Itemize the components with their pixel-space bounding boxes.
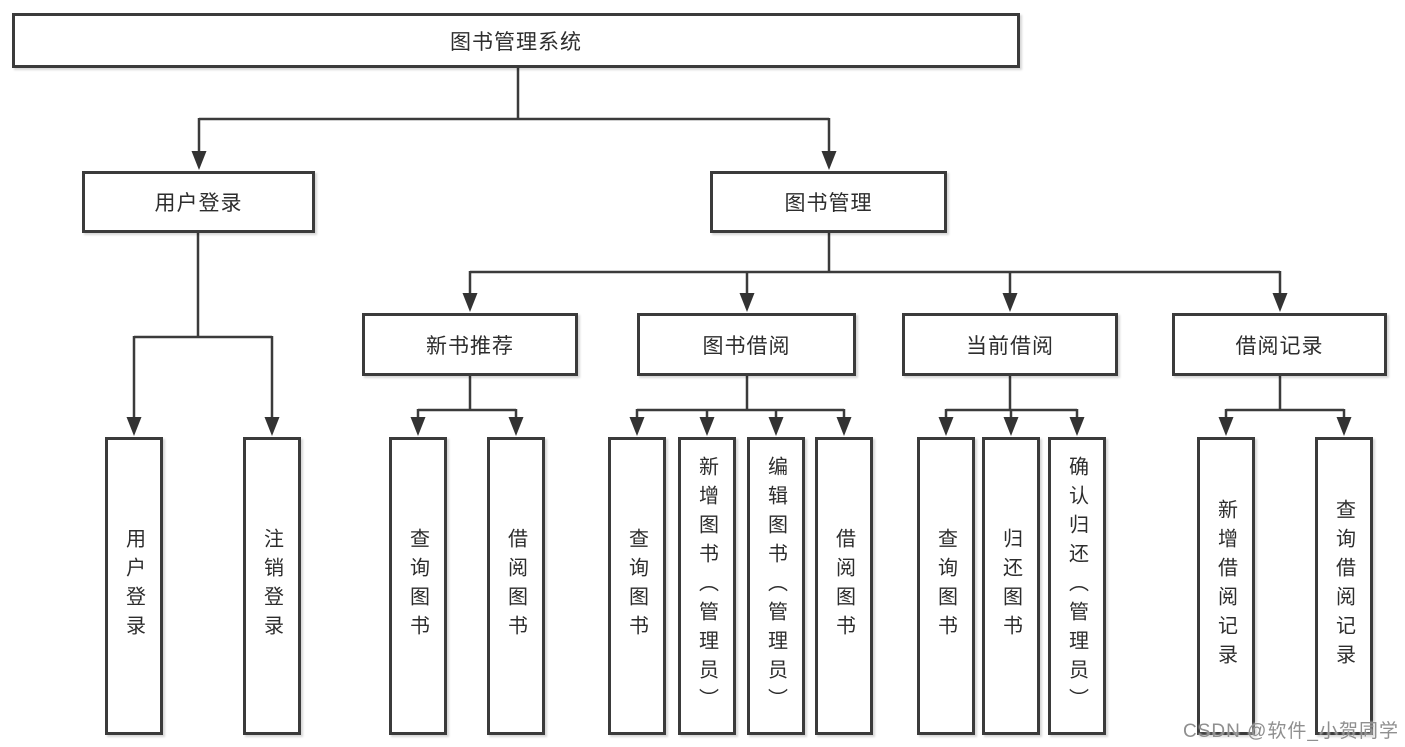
connector-book-management [468,233,1282,295]
leaf-borrow-books-borrowing: 借阅图书 [815,437,873,735]
arrowhead [1069,417,1085,436]
leaf-return-books: 归还图书 [982,437,1040,735]
connector-borrowing-records [1224,376,1346,419]
arrowhead [1003,417,1019,436]
leaf-query-books-recommend: 查询图书 [389,437,447,735]
node-root-system: 图书管理系统 [12,13,1020,68]
connector-root [197,68,831,153]
leaf-query-books-current: 查询图书 [917,437,975,735]
connector-current-borrowing [944,376,1079,419]
node-borrowing-records: 借阅记录 [1172,313,1387,376]
arrowhead [191,151,207,170]
arrowhead [410,417,426,436]
csdn-watermark: CSDN @软件_小贺同学 [1183,721,1399,742]
leaf-query-borrow-record: 查询借阅记录 [1315,437,1373,735]
arrowhead [938,417,954,436]
arrowhead [1218,417,1234,436]
leaf-query-books-borrowing: 查询图书 [608,437,666,735]
connector-new-book [416,376,518,419]
arrowhead [1002,293,1018,312]
node-current-borrowing: 当前借阅 [902,313,1118,376]
leaf-add-borrow-record: 新增借阅记录 [1197,437,1255,735]
arrowhead [699,417,715,436]
arrowhead [739,293,755,312]
arrowhead [126,417,142,436]
node-book-management: 图书管理 [710,171,947,233]
arrowhead [462,293,478,312]
arrowhead [836,417,852,436]
node-user-login: 用户登录 [82,171,315,233]
arrowhead [768,417,784,436]
arrowhead [629,417,645,436]
arrowhead [1272,293,1288,312]
arrowhead [1336,417,1352,436]
arrowhead [264,417,280,436]
leaf-borrow-books-recommend: 借阅图书 [487,437,545,735]
leaf-edit-books-admin: 编辑图书（管理员） [747,437,805,735]
leaf-add-books-admin: 新增图书（管理员） [678,437,736,735]
connector-user-login [132,233,274,419]
arrowhead [821,151,837,170]
leaf-confirm-return-admin: 确认归还（管理员） [1048,437,1106,735]
arrowhead [508,417,524,436]
leaf-user-login: 用户登录 [105,437,163,735]
node-new-book-recommend: 新书推荐 [362,313,578,376]
node-book-borrowing: 图书借阅 [637,313,856,376]
leaf-logout: 注销登录 [243,437,301,735]
connector-book-borrowing [635,376,846,419]
